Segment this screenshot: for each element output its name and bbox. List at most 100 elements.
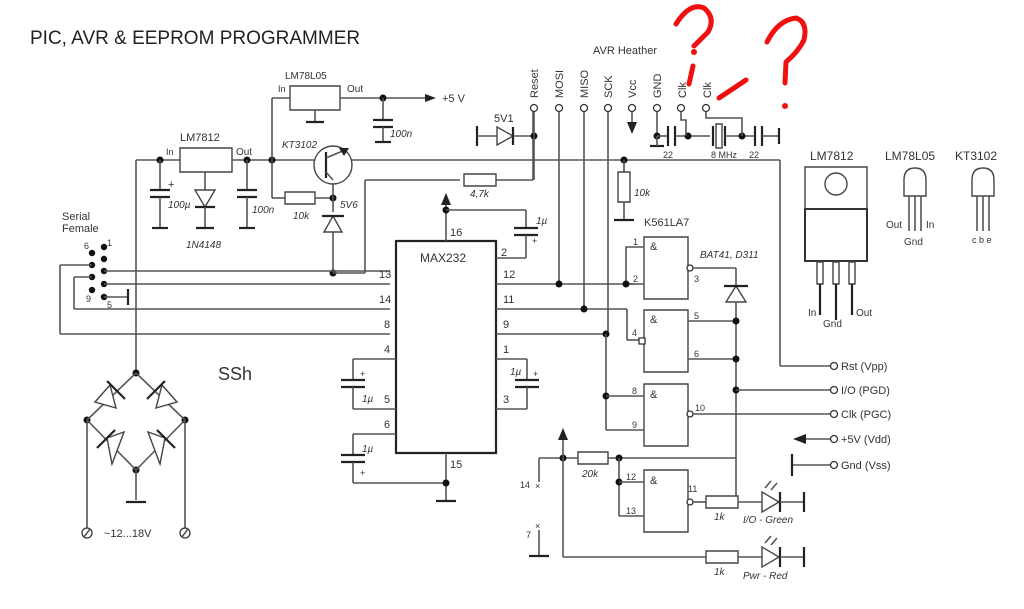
svg-text:5: 5 bbox=[384, 394, 390, 406]
svg-text:5V6: 5V6 bbox=[340, 200, 358, 211]
svg-text:16: 16 bbox=[450, 227, 462, 239]
svg-text:c b e: c b e bbox=[972, 235, 992, 245]
lm78l05-regulator bbox=[290, 86, 340, 110]
cap-100n-label: 100n bbox=[252, 205, 275, 216]
max232-chip bbox=[396, 241, 496, 453]
svg-text:&: & bbox=[650, 241, 658, 253]
svg-text:5: 5 bbox=[694, 311, 699, 321]
avr-pin-clk-2: Clk bbox=[702, 82, 714, 98]
svg-text:12: 12 bbox=[626, 472, 636, 482]
svg-text:2: 2 bbox=[501, 247, 507, 259]
bridge-rectifier: ~12...18V bbox=[82, 369, 190, 540]
svg-text:8: 8 bbox=[632, 386, 637, 396]
diode-bat41-label: BAT41, D311 bbox=[700, 250, 759, 261]
svg-text:11: 11 bbox=[503, 294, 514, 306]
svg-text:3: 3 bbox=[694, 274, 699, 284]
input-voltage-label: ~12...18V bbox=[104, 528, 152, 540]
avr-pin-labels: Reset MOSI MISO SCK Vcc GND Clk Clk bbox=[529, 69, 714, 98]
lm7812-label: LM7812 bbox=[180, 132, 220, 144]
svg-text:&: & bbox=[650, 389, 658, 401]
svg-text:Out: Out bbox=[886, 220, 902, 231]
svg-text:9: 9 bbox=[86, 294, 91, 304]
svg-text:1: 1 bbox=[107, 238, 112, 248]
svg-text:3: 3 bbox=[503, 394, 509, 406]
power-section: LM7812 In Out + 100µ 1N4148 100n LM78L05 bbox=[136, 71, 490, 373]
nand-gate-3 bbox=[644, 384, 688, 446]
svg-text:22: 22 bbox=[749, 150, 759, 160]
svg-text:&: & bbox=[650, 475, 658, 487]
transistor-label: KT3102 bbox=[282, 140, 317, 151]
question-mark-icon-1 bbox=[676, 7, 711, 46]
svg-text:4: 4 bbox=[384, 344, 390, 356]
svg-text:100n: 100n bbox=[390, 129, 413, 140]
svg-text:Out: Out bbox=[856, 308, 872, 319]
svg-text:+: + bbox=[168, 179, 174, 191]
svg-text:1k: 1k bbox=[714, 567, 726, 578]
red-question-marks bbox=[676, 7, 805, 109]
svg-text:1µ: 1µ bbox=[510, 367, 522, 378]
pkg-lm78l05-label: LM78L05 bbox=[885, 149, 935, 163]
svg-text:8: 8 bbox=[384, 319, 390, 331]
svg-text:20k: 20k bbox=[581, 469, 599, 480]
serial-label-2: Female bbox=[62, 223, 99, 235]
svg-text:6: 6 bbox=[384, 419, 390, 431]
pic-pin-vss: Gnd (Vss) bbox=[841, 460, 891, 472]
svg-text:In: In bbox=[926, 220, 934, 231]
svg-text:1k: 1k bbox=[714, 512, 726, 523]
lm7812-in-label: In bbox=[166, 147, 174, 157]
svg-text:Gnd: Gnd bbox=[823, 319, 842, 330]
avr-pin-mosi: MOSI bbox=[554, 70, 566, 98]
led-green-label: I/O - Green bbox=[743, 515, 793, 526]
svg-text:10k: 10k bbox=[634, 188, 651, 199]
led-red-label: Pwr - Red bbox=[743, 571, 788, 582]
svg-text:7: 7 bbox=[526, 530, 531, 540]
svg-text:4: 4 bbox=[632, 328, 637, 338]
svg-text:4,7k: 4,7k bbox=[470, 189, 490, 200]
svg-text:+: + bbox=[360, 369, 365, 379]
svg-text:5: 5 bbox=[107, 300, 112, 310]
svg-text:In: In bbox=[278, 84, 286, 94]
svg-text:×: × bbox=[535, 481, 540, 491]
avr-header-label: AVR Heather bbox=[593, 45, 657, 57]
svg-text:Out: Out bbox=[347, 84, 363, 95]
lm7812-regulator bbox=[180, 148, 232, 172]
avr-pin-sck: SCK bbox=[603, 75, 615, 98]
serial-label: Serial bbox=[62, 211, 90, 223]
lm7812-out-label: Out bbox=[236, 147, 252, 158]
pkg-lm7812-label: LM7812 bbox=[810, 149, 854, 163]
pkg-kt3102-label: KT3102 bbox=[955, 149, 997, 163]
svg-text:1µ: 1µ bbox=[536, 216, 548, 227]
svg-text:+: + bbox=[360, 468, 365, 478]
question-mark-icon-2 bbox=[767, 18, 805, 83]
avr-header: AVR Heather Reset MOSI MISO SCK Vcc GND … bbox=[477, 45, 779, 430]
logic-section: K561LA7 & 1 2 3 BAT41, D311 & 4 5 6 & bbox=[520, 217, 830, 582]
svg-text:9: 9 bbox=[503, 319, 509, 331]
cap-100u-label: 100µ bbox=[168, 200, 191, 211]
nand-gate-4 bbox=[644, 470, 688, 532]
svg-text:6: 6 bbox=[694, 349, 699, 359]
package-drawings: LM7812 In Gnd Out LM78L05 Out Gnd In KT3… bbox=[805, 149, 997, 330]
svg-text:9: 9 bbox=[632, 420, 637, 430]
page-title: PIC, AVR & EEPROM PROGRAMMER bbox=[30, 28, 360, 49]
pic-pin-vdd: +5V (Vdd) bbox=[841, 434, 891, 446]
svg-text:1: 1 bbox=[633, 237, 638, 247]
avr-pin-reset: Reset bbox=[529, 69, 541, 98]
svg-text:1: 1 bbox=[503, 344, 509, 356]
svg-text:+: + bbox=[533, 369, 538, 379]
svg-text:In: In bbox=[808, 308, 816, 319]
pic-pin-io: I/O (PGD) bbox=[841, 385, 890, 397]
pic-pin-clk: Clk (PGC) bbox=[841, 409, 891, 421]
svg-text:LM78L05: LM78L05 bbox=[285, 71, 327, 82]
svg-text:13: 13 bbox=[379, 269, 391, 281]
pic-header: Rst (Vpp) I/O (PGD) Clk (PGC) +5V (Vdd) … bbox=[792, 361, 891, 476]
avr-pin-clk-1: Clk bbox=[677, 82, 689, 98]
svg-text:22: 22 bbox=[663, 150, 673, 160]
svg-text:14: 14 bbox=[379, 294, 391, 306]
nand-gate-1 bbox=[644, 237, 688, 299]
svg-text:1µ: 1µ bbox=[362, 394, 374, 405]
svg-text:13: 13 bbox=[626, 506, 636, 516]
svg-text:2: 2 bbox=[633, 274, 638, 284]
svg-text:14: 14 bbox=[520, 480, 530, 490]
svg-text:12: 12 bbox=[503, 269, 515, 281]
